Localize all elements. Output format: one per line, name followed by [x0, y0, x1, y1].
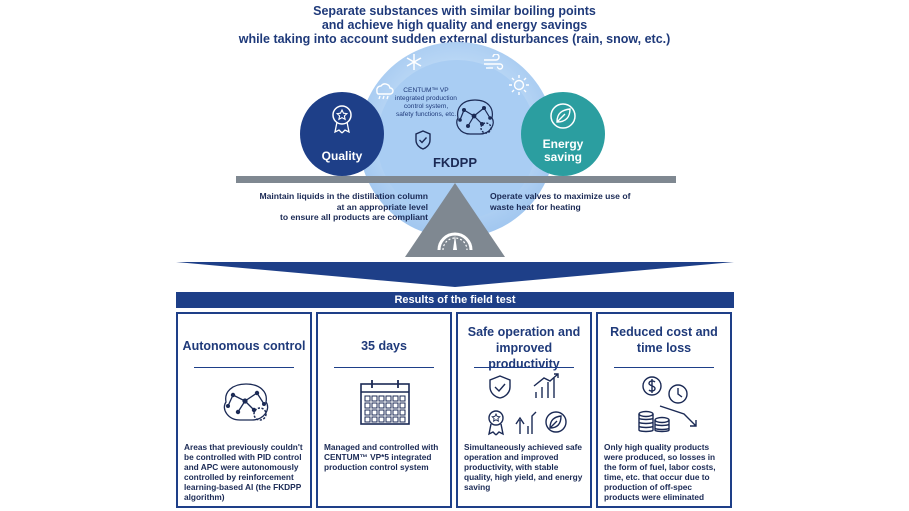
- gauge-icon: [437, 232, 473, 251]
- energy-label-line-2: saving: [543, 150, 582, 164]
- shield-check-icon: [415, 130, 431, 150]
- card-body: Simultaneously achieved safe operation a…: [464, 442, 583, 492]
- balance-fulcrum: [405, 183, 505, 257]
- sun-icon: [509, 75, 529, 95]
- card-body: Only high quality products were produced…: [604, 442, 716, 502]
- result-card-35-days: 35 days Managed and controlled with CENT…: [316, 312, 452, 508]
- centum-description: CENTUM™ VP integrated production control…: [378, 87, 474, 119]
- centum-line-1: CENTUM™ VP: [403, 87, 449, 94]
- quality-label: Quality: [321, 149, 363, 163]
- ai-brain-icon: [223, 383, 269, 421]
- energy-desc-line-2: waste heat for heating: [490, 201, 581, 212]
- results-chevron: [176, 262, 734, 287]
- calendar-icon: [360, 380, 410, 425]
- result-card-safe-operation: Safe operation and improved productivity…: [456, 312, 592, 508]
- card-title-line-1: Reduced cost and: [610, 325, 718, 339]
- centum-line-4: safety functions, etc.: [395, 111, 457, 118]
- card-divider: [194, 367, 294, 368]
- productivity-icons: [488, 373, 567, 436]
- headline-line-3: while taking into account sudden externa…: [238, 32, 671, 46]
- card-title: 35 days: [361, 339, 407, 353]
- energy-label-line-1: Energy: [542, 137, 584, 151]
- wind-icon: [484, 54, 504, 70]
- card-title: Autonomous control: [182, 339, 306, 353]
- card-title-line-1: Safe operation and: [467, 325, 581, 339]
- balance-beam: [236, 176, 676, 183]
- cost-time-icon: [638, 376, 697, 433]
- result-card-autonomous-control: Autonomous control Areas that previously…: [176, 312, 312, 508]
- card-title-line-2: time loss: [636, 341, 692, 355]
- leaf-icon: [550, 103, 576, 129]
- card-divider: [334, 367, 434, 368]
- quality-desc-line-3: to ensure all products are compliant: [279, 212, 428, 222]
- quality-desc-line-2: at an appropriate level: [336, 201, 428, 212]
- centum-line-3: control system,: [403, 103, 449, 110]
- energy-desc-line-1: Operate valves to maximize use of: [490, 191, 631, 201]
- card-body: Areas that previously couldn't be contro…: [184, 442, 303, 502]
- quality-circle: Quality: [300, 92, 384, 176]
- quality-desc-line-1: Maintain liquids in the distillation col…: [259, 191, 428, 201]
- results-title: Results of the field test: [176, 292, 734, 308]
- energy-description: Operate valves to maximize use of waste …: [490, 191, 670, 212]
- fkdpp-label: FKDPP: [432, 155, 478, 170]
- headline-line-2: and achieve high quality and energy savi…: [321, 18, 588, 32]
- award-icon: [332, 105, 352, 134]
- card-body: Managed and controlled with CENTUM™ VP*5…: [324, 442, 439, 472]
- cloud-rain-icon: [376, 83, 394, 100]
- headline-line-1: Separate substances with similar boiling…: [313, 4, 596, 18]
- result-card-reduced-cost: Reduced cost and time loss Only high qua…: [596, 312, 732, 508]
- card-divider: [614, 367, 714, 368]
- snowflake-icon: [406, 54, 422, 70]
- card-divider: [474, 367, 574, 368]
- quality-description: Maintain liquids in the distillation col…: [232, 191, 428, 223]
- energy-saving-circle: Energy saving: [521, 92, 605, 176]
- ai-brain-icon: [456, 99, 494, 135]
- headline: Separate substances with similar boiling…: [200, 4, 709, 46]
- centum-line-2: integrated production: [395, 95, 457, 102]
